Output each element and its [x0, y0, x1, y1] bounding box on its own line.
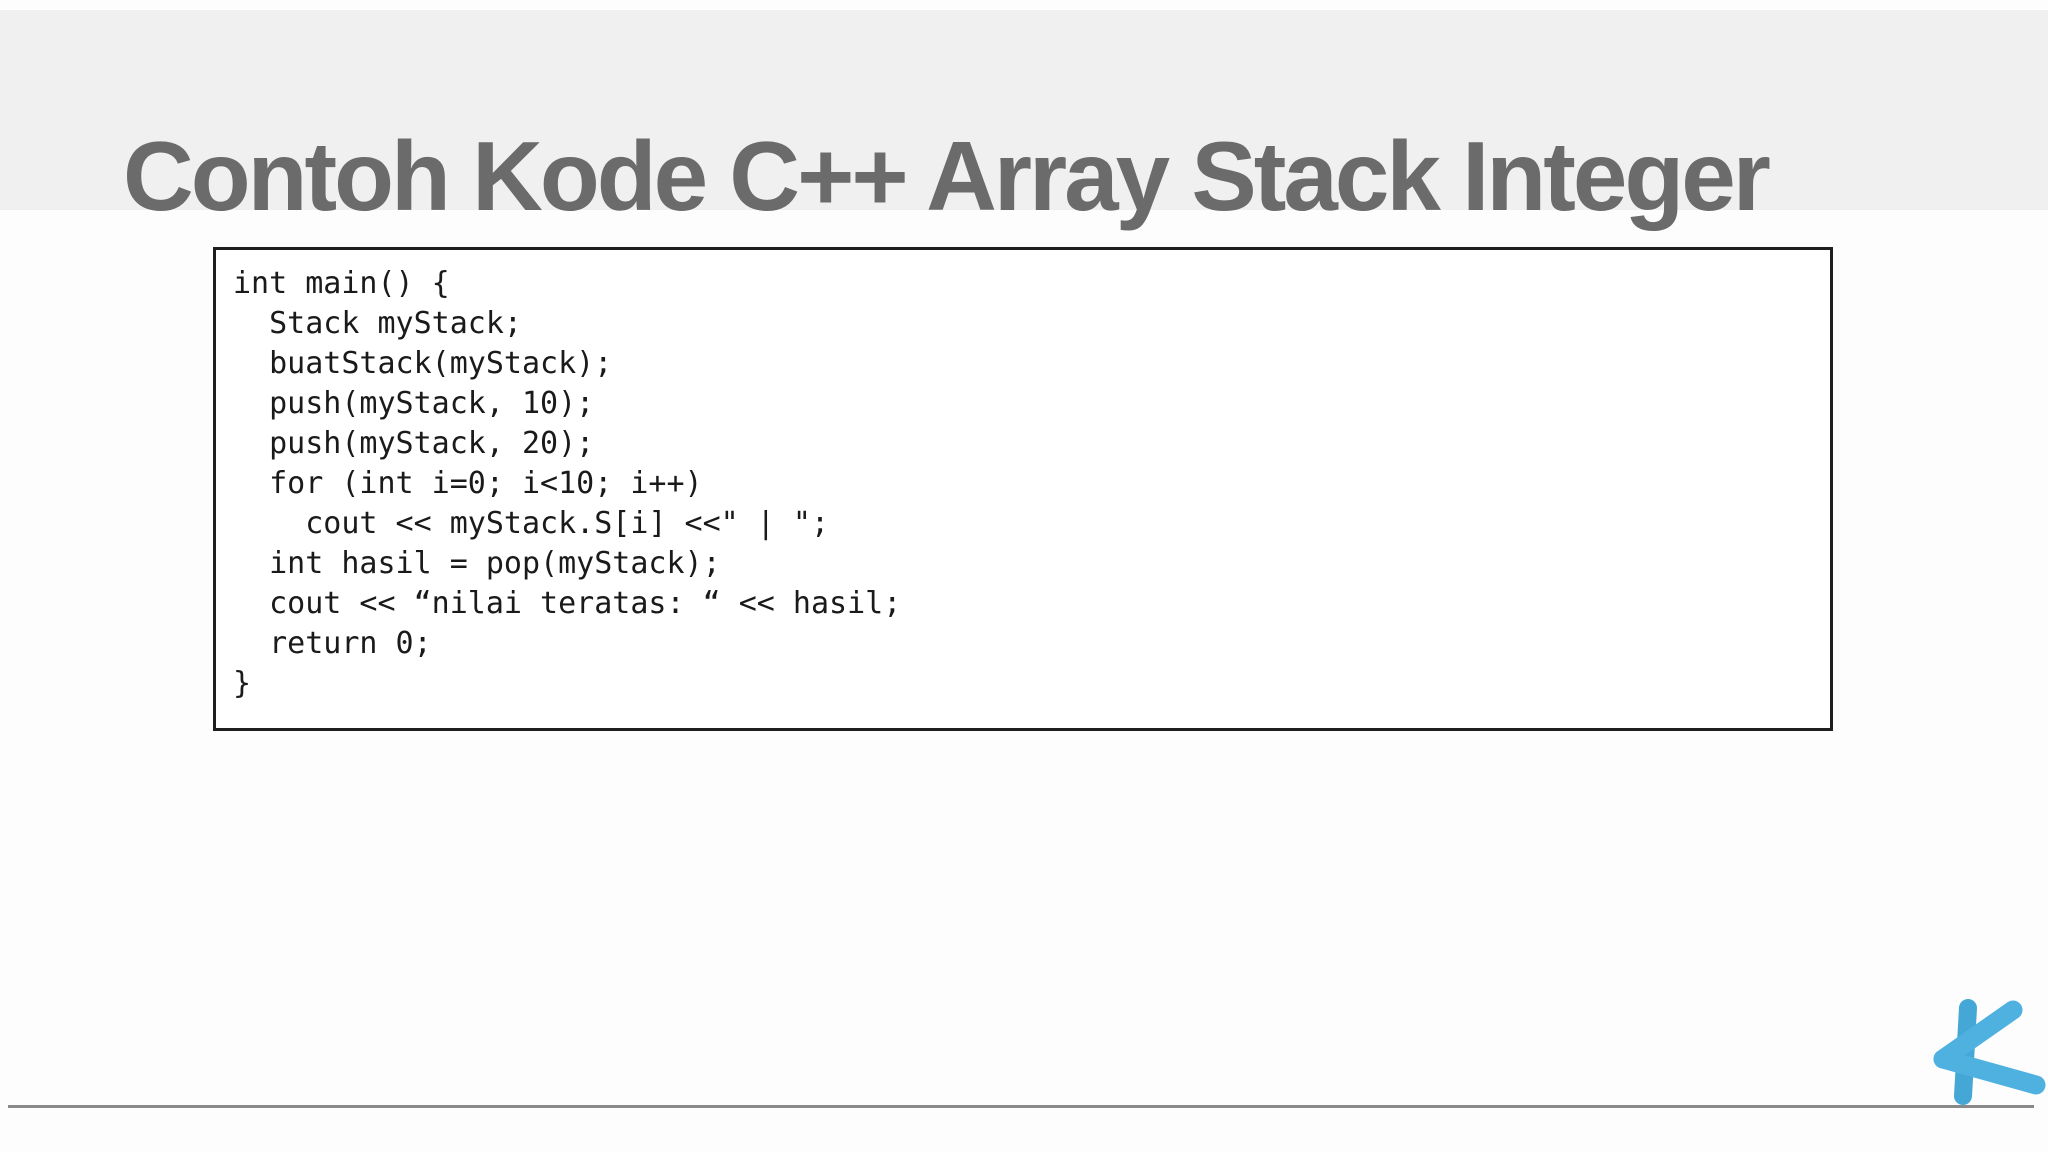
code-line: cout << myStack.S[i] <<" | ";	[233, 506, 830, 541]
code-line: push(myStack, 10);	[233, 386, 595, 421]
logo-chevron-lower-icon	[1933, 1049, 2046, 1095]
code-line: push(myStack, 20);	[233, 426, 595, 461]
code-line: int main() {	[233, 266, 450, 301]
k-logo	[1933, 999, 2046, 1105]
code-line: int hasil = pop(myStack);	[233, 546, 721, 581]
code-line: buatStack(myStack);	[233, 346, 613, 381]
header-band: Contoh Kode C++ Array Stack Integer	[0, 10, 2048, 231]
code-line: }	[233, 666, 252, 701]
logo-chevron-upper-icon	[1933, 1000, 2023, 1069]
code-line: Stack myStack;	[233, 306, 522, 341]
code-line: for (int i=0; i<10; i++)	[233, 466, 703, 501]
code-line: return 0;	[233, 626, 432, 661]
code-block: int main() { Stack myStack; buatStack(my…	[233, 264, 1826, 704]
page-title: Contoh Kode C++ Array Stack Integer	[123, 120, 1771, 231]
code-line: cout << “nilai teratas: “ << hasil;	[233, 586, 902, 621]
code-box: int main() { Stack myStack; buatStack(my…	[213, 247, 1833, 731]
footer-rule	[8, 1105, 2034, 1108]
